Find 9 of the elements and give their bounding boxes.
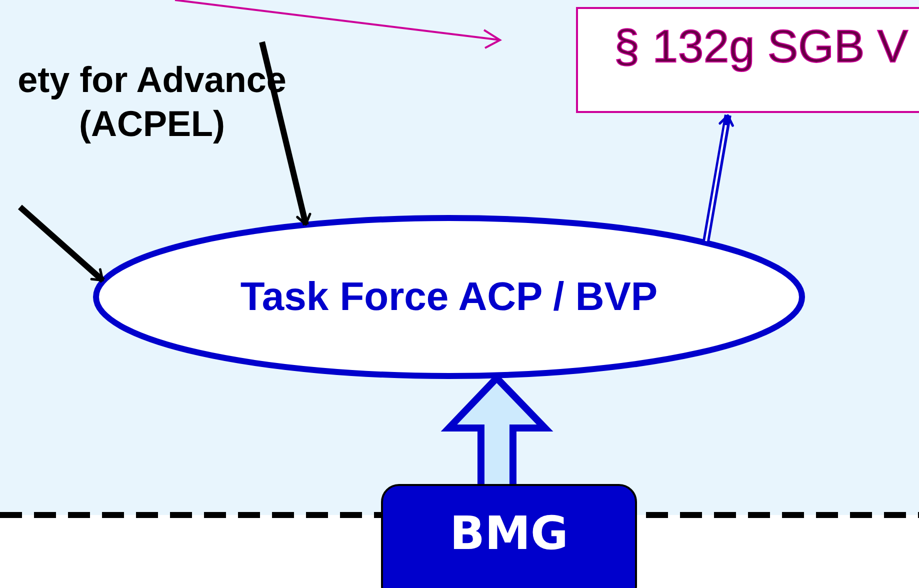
ministry-box [381,484,637,588]
node-text: § 132g SGB V [614,23,908,74]
node-text: BMG [450,510,568,562]
law-box [576,7,919,113]
arrow [702,114,734,242]
node-text: Task Force ACP / BVP [240,275,658,319]
arrow [259,41,312,226]
arrow [18,204,105,283]
task-force-ellipse [93,215,805,379]
